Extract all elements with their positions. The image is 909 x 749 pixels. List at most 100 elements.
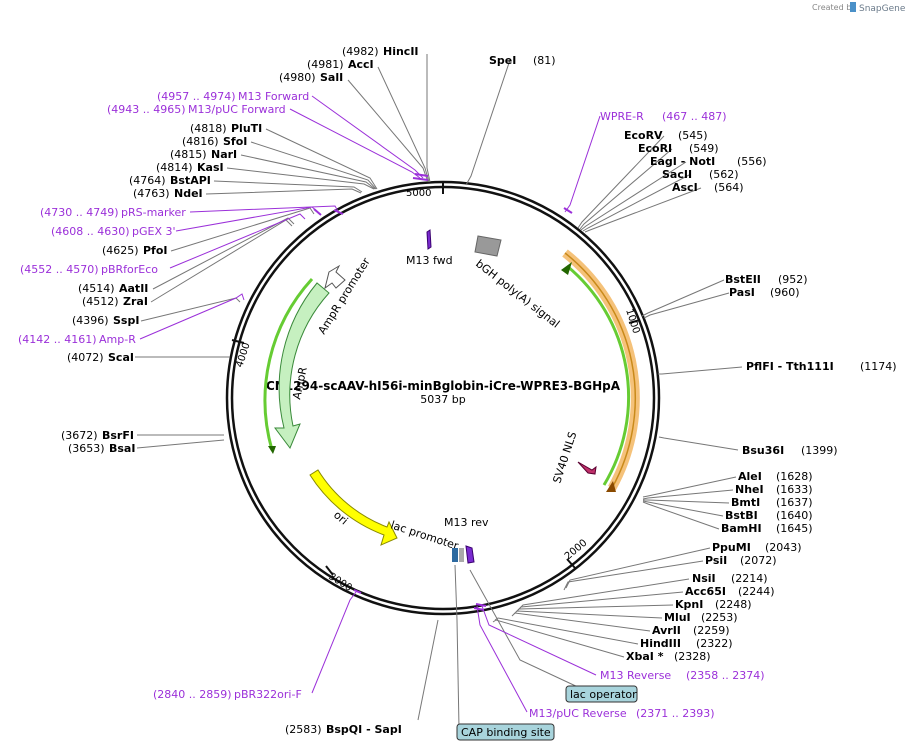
enzyme-pos: (952) — [778, 273, 808, 286]
cap-binding-label: CAP binding site — [461, 726, 551, 739]
tick-3000: 3000 — [326, 571, 353, 594]
enzyme-name: EcoRI — [638, 142, 672, 155]
ampr-promoter-arrow — [324, 264, 346, 290]
green-feature-arc-left — [263, 277, 314, 451]
enzyme-name: BamHI — [721, 522, 762, 535]
plasmid-title: CN1294-scAAV-hI56i-minBglobin-iCre-WPRE3… — [266, 379, 621, 393]
enzyme-name: SacII — [662, 168, 692, 181]
enzyme-pos: (1645) — [776, 522, 813, 535]
m13-fwd-label: M13 fwd — [406, 254, 453, 267]
orange-feature-arc — [562, 249, 640, 491]
enzyme-pos: (556) — [737, 155, 767, 168]
enzyme-pos: (1399) — [801, 444, 838, 457]
m13-rev-label: M13 rev — [444, 516, 489, 529]
enzyme-pos: (2214) — [731, 572, 768, 585]
enzyme-name: ScaI — [108, 351, 134, 364]
enzyme-name: SspI — [113, 314, 139, 327]
primer-range: (2358 .. 2374) — [686, 669, 765, 682]
enzyme-pos: (2583) — [285, 723, 322, 736]
enzyme-name: AvrII — [652, 624, 681, 637]
primer-range: (4142 .. 4161) — [18, 333, 97, 346]
enzyme-name: Acc65I — [685, 585, 726, 598]
enzyme-name: Bsu36I — [742, 444, 784, 457]
primer-range: (2371 .. 2393) — [636, 707, 715, 720]
ori-arrow — [309, 469, 398, 546]
primer-range: (4552 .. 4570) — [20, 263, 99, 276]
enzyme-pos: (1640) — [776, 509, 813, 522]
primer-connectors — [139, 95, 601, 713]
enzyme-pos: (2253) — [701, 611, 738, 624]
primer-name: M13 Forward — [238, 90, 309, 103]
enzyme-name: PpuMI — [712, 541, 751, 554]
enzyme-name: ZraI — [123, 295, 148, 308]
credit-text: Created by — [812, 3, 856, 12]
enzyme-pos: (4980) — [279, 71, 316, 84]
cap-site-mark — [452, 548, 458, 562]
enzyme-pos: (4764) — [129, 174, 166, 187]
enzyme-name: SfoI — [223, 135, 247, 148]
enzyme-name: BstBI — [725, 509, 758, 522]
primer-name: pGEX 3' — [132, 225, 176, 238]
enzyme-name: BmtI — [731, 496, 760, 509]
enzyme-pos: (1633) — [776, 483, 813, 496]
enzyme-name: AleI — [738, 470, 762, 483]
ampr-arrow — [274, 282, 330, 449]
enzyme-name: PflFI - Tth111I — [746, 360, 834, 373]
enzyme-name: AscI — [672, 181, 698, 194]
enzyme-pos: (562) — [709, 168, 739, 181]
enzyme-pos: (4816) — [182, 135, 219, 148]
primer-range: (4957 .. 4974) — [157, 90, 236, 103]
enzyme-name: AccI — [348, 58, 374, 71]
enzyme-pos: (4072) — [67, 351, 104, 364]
enzyme-name: BstEII — [725, 273, 761, 286]
enzyme-pos: (4512) — [82, 295, 119, 308]
enzyme-name: PsiI — [705, 554, 727, 567]
enzyme-pos: (81) — [533, 54, 556, 67]
enzyme-pos: (2322) — [696, 637, 733, 650]
tick-4000: 4000 — [234, 341, 252, 369]
primer-range: (2840 .. 2859) — [153, 688, 232, 701]
enzyme-name: PasI — [729, 286, 755, 299]
primer-name: Amp-R — [99, 333, 136, 346]
sv40-nls-arrow — [577, 461, 597, 475]
lac-promoter-mark — [459, 548, 464, 562]
primer-name: WPRE-R — [600, 110, 644, 123]
primer-name: M13 Reverse — [600, 669, 671, 682]
enzyme-name: NsiI — [692, 572, 716, 585]
enzyme-pos: (1174) — [860, 360, 897, 373]
enzyme-pos: (4818) — [190, 122, 227, 135]
primer-name: pBR322ori-F — [234, 688, 302, 701]
green-feature-arc-right — [566, 264, 631, 486]
plasmid-size: 5037 bp — [420, 393, 465, 406]
enzyme-name: PfoI — [143, 244, 168, 257]
enzyme-name: SalI — [320, 71, 343, 84]
primer-name: M13/pUC Forward — [188, 103, 286, 116]
lac-operator-tag: lac operator — [565, 685, 638, 703]
enzyme-pos: (2328) — [674, 650, 711, 663]
primer-name: pRS-marker — [121, 206, 186, 219]
enzyme-pos: (4981) — [307, 58, 344, 71]
enzyme-name: KpnI — [675, 598, 703, 611]
enzyme-pos: (4514) — [78, 282, 115, 295]
snapgene-logo-icon — [850, 2, 856, 12]
enzyme-pos: (2244) — [738, 585, 775, 598]
m13-fwd-arrow — [426, 229, 432, 250]
sv40-nls-label: SV40 NLS — [550, 430, 579, 485]
cap-binding-tag: CAP binding site — [456, 723, 555, 741]
enzyme-name: BsrFI — [102, 429, 134, 442]
enzyme-name: NdeI — [174, 187, 203, 200]
enzyme-labels-right: SpeI (81) EcoRV (545) EcoRI (549) EagI -… — [489, 54, 897, 663]
primer-range: (4943 .. 4965) — [107, 103, 186, 116]
enzyme-pos: (2072) — [740, 554, 777, 567]
enzyme-name: NarI — [211, 148, 237, 161]
enzyme-name: SpeI — [489, 54, 516, 67]
enzyme-pos: (4814) — [156, 161, 193, 174]
primer-range: (4608 .. 4630) — [51, 225, 130, 238]
primer-range: (4730 .. 4749) — [40, 206, 119, 219]
primer-labels: (4957 .. 4974) M13 Forward (4943 .. 4965… — [18, 90, 765, 720]
enzyme-pos: (4982) — [342, 45, 379, 58]
enzyme-name: HincII — [383, 45, 419, 58]
enzyme-pos: (3672) — [61, 429, 98, 442]
enzyme-name: EagI - NotI — [650, 155, 715, 168]
bgh-polya-box — [474, 235, 502, 257]
